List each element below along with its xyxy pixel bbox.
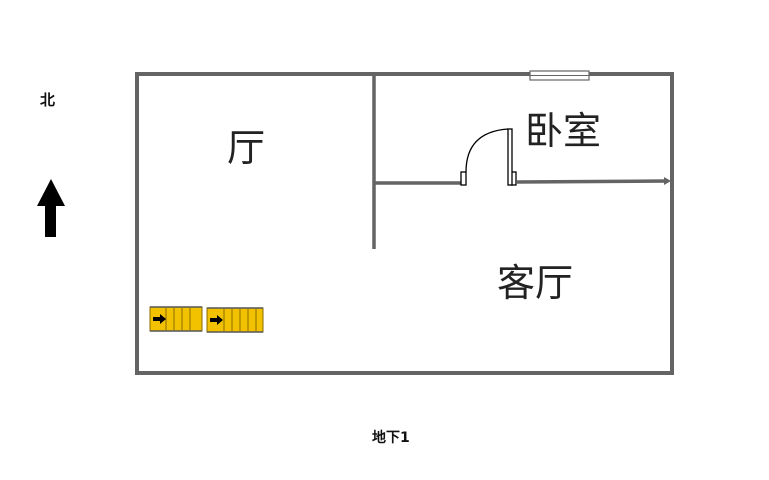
stair-arrow-icon xyxy=(210,315,223,325)
stair-arrow-icon xyxy=(153,314,166,324)
staircase xyxy=(149,306,264,333)
north-label: 北 xyxy=(40,91,56,109)
bedroom-wall-right xyxy=(516,179,669,184)
north-arrow-icon xyxy=(37,179,65,237)
stair-flight-1 xyxy=(149,306,203,332)
window xyxy=(529,70,590,81)
outer-wall xyxy=(135,72,674,375)
bedroom-door xyxy=(460,128,517,186)
room-label-bedroom: 卧室 xyxy=(525,109,601,153)
room-label-living-room: 客厅 xyxy=(497,261,573,305)
floor-label: 地下1 xyxy=(372,430,410,446)
stair-flight-2 xyxy=(206,307,264,333)
room-label-hall: 厅 xyxy=(227,126,265,170)
